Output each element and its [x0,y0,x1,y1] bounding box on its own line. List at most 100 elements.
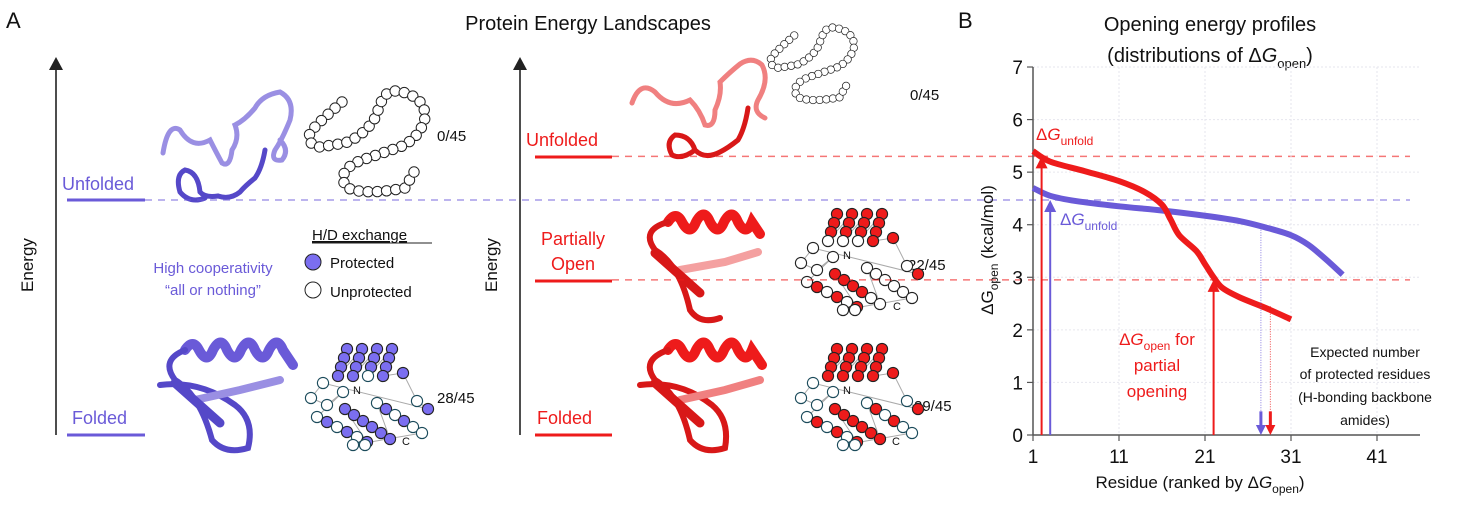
annot-g: G [1047,125,1060,144]
annot-delta: Δ [1060,210,1071,229]
bead-diagram-right-partial [794,207,925,317]
bead-unprotected [905,426,919,440]
bead-unprotected [878,408,892,422]
bead-protected [356,414,370,428]
bead-unprotected [860,396,874,410]
bead-protected [421,402,435,416]
bead-unprotected [836,234,850,248]
bead-protected [887,414,901,428]
chart-series [1031,148,1345,323]
bead-protected [340,425,354,439]
left-folded-count: 28/45 [437,390,475,407]
legend-title: H/D exchange [312,227,407,244]
title-g: G [1262,45,1278,67]
bead-unprotected [826,250,840,264]
bead-protected [320,415,334,429]
panel-a-title: Protein Energy Landscapes [465,13,711,35]
bead-unprotected [794,256,808,270]
y-tick-label: 3 [1012,268,1023,289]
bead-unprotected [836,438,850,452]
bead-protected [331,369,345,383]
bead-protected [376,369,390,383]
bead-protected [869,402,883,416]
bead-unprotected [841,81,851,90]
legend-protected-swatch [304,253,322,271]
bead-unprotected [361,369,375,383]
bead-unprotected [800,410,814,424]
bead-unprotected [873,297,887,311]
right-unfolded-count: 0/45 [910,87,939,104]
right-partial-label-2: Open [551,254,595,274]
bead-unprotected [900,394,914,408]
bead-protected [397,414,411,428]
panel-a-label: A [6,8,21,33]
bead-unprotected [806,241,820,255]
annotation-expected-2: of protected residues [1300,366,1431,382]
c-terminus-label-right-folded: C [892,436,900,448]
title-post: ) [1306,45,1313,67]
chart-arrows [1035,156,1276,435]
bead-unprotected [388,408,402,422]
annotation-partial-opening-1: ΔGopen for [1119,330,1195,353]
bead-unprotected [358,438,372,452]
bead-protected [855,285,869,299]
bead-protected [830,290,844,304]
bead-protected [873,432,887,446]
annotation-red-dg-unfold: ΔGunfold [1036,125,1093,148]
annotation-partial-opening-2: partial [1134,356,1180,375]
bead-protected [383,432,397,446]
bead-unprotected [336,385,350,399]
bead-protected [828,402,842,416]
bead-unprotected [330,420,344,434]
bead-diagram-right-unfolded [766,23,858,105]
annot-sub: open [1144,339,1171,353]
protein-cartoon-left-folded [157,337,298,454]
xlabel-post: ) [1299,473,1305,492]
y-tick-label: 1 [1012,373,1023,394]
bead-protected [810,415,824,429]
bead-unprotected [851,234,865,248]
bead-protected [886,366,900,380]
n-terminus-label-left: N [353,385,361,397]
bead-unprotected [864,291,878,305]
chart-grid [1033,66,1420,435]
bead-diagram-left-folded [304,342,435,452]
c-terminus-label-right-partial: C [893,301,901,313]
annot-g: G [1071,210,1084,229]
bead-diagram-left-unfolded [303,85,431,198]
cooperativity-text-1: High cooperativity [153,260,273,277]
bead-unprotected [346,438,360,452]
right-folded-label: Folded [537,408,592,428]
bead-protected [379,402,393,416]
bead-protected [810,280,824,294]
xlabel-pre: Residue (ranked by Δ [1095,473,1259,492]
bead-unprotected [848,438,862,452]
right-unfolded-label: Unfolded [526,130,598,150]
bead-unprotected [820,420,834,434]
protein-cartoon-right-partial [646,209,765,324]
bead-unprotected [310,410,324,424]
protein-cartoon-right-folded [637,337,767,454]
energy-axis-arrowhead-right [513,57,527,70]
down-arrow-head [1255,425,1266,435]
annot-post: for [1170,330,1195,349]
bead-unprotected [406,420,420,434]
bead-unprotected [810,398,824,412]
bead-protected [338,402,352,416]
bead-protected [911,402,925,416]
panel-b-label: B [958,8,973,33]
left-folded-label: Folded [72,408,127,428]
down-arrow-head [1265,425,1276,435]
bead-protected [855,420,869,434]
bead-unprotected [900,259,914,273]
annotation-expected-4: amides) [1340,412,1390,428]
bead-protected [830,425,844,439]
bead-protected [846,414,860,428]
bead-unprotected [806,376,820,390]
bead-unprotected [826,385,840,399]
x-tick-label: 21 [1194,447,1215,468]
bead-protected [365,420,379,434]
